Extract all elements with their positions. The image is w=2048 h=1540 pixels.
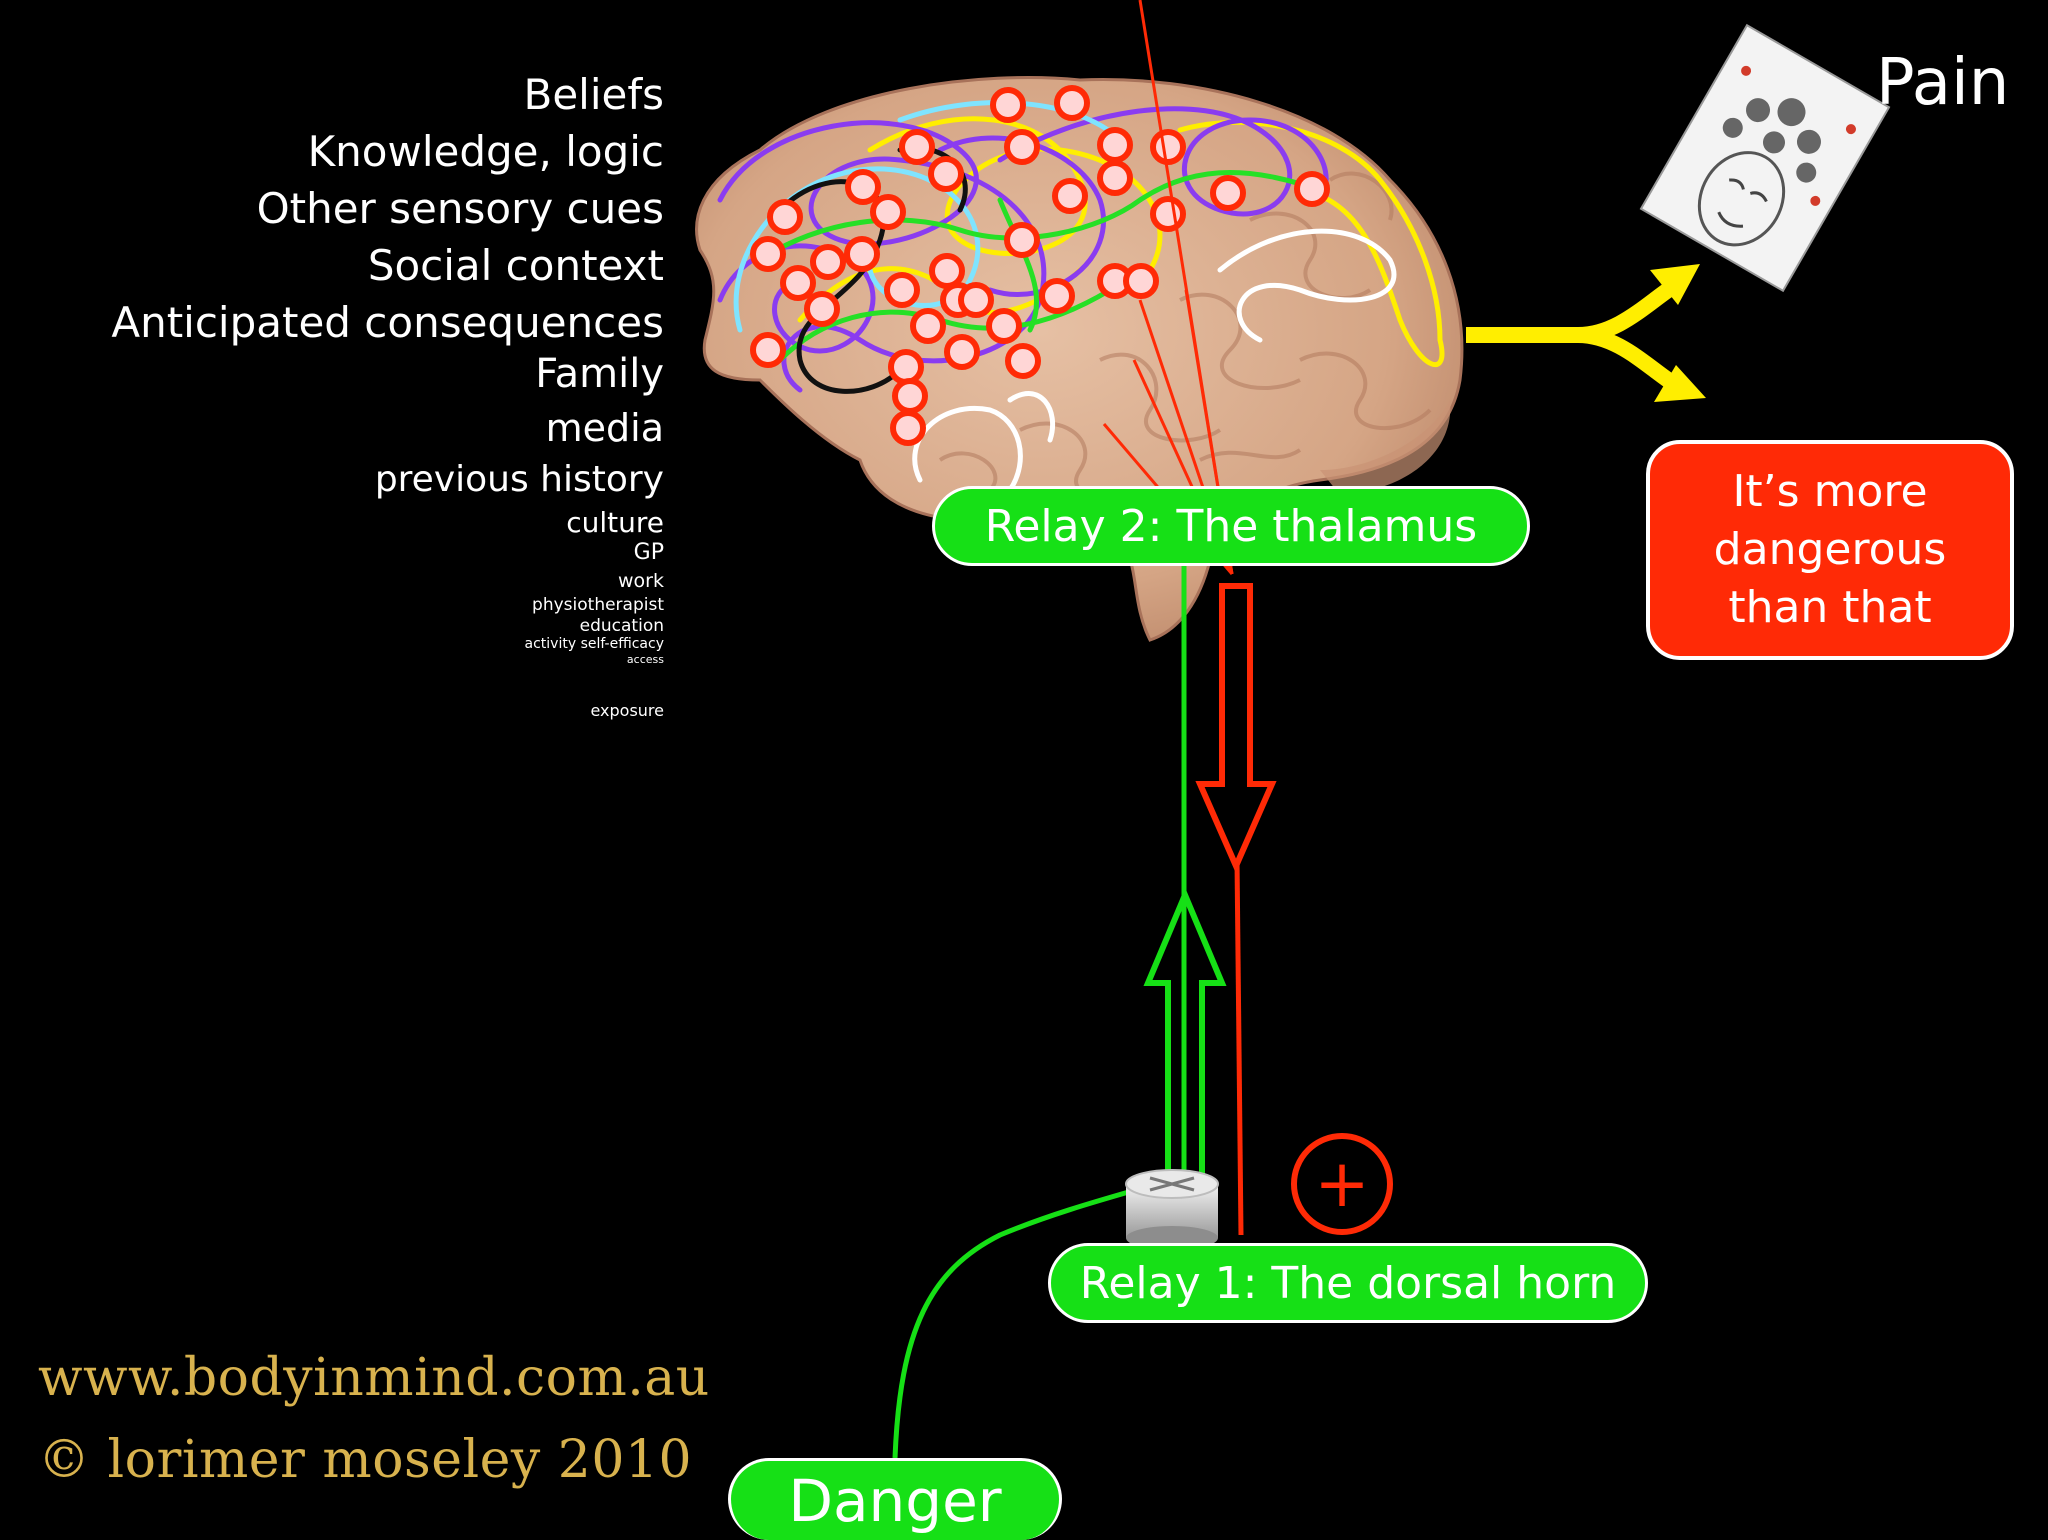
neuron-node [928,156,964,192]
red-down-arrow-outline [1195,583,1277,874]
neuron-node [780,265,816,301]
relay-2-thalamus-label: Relay 2: The thalamus [932,486,1530,566]
neuron-node [1097,127,1133,163]
neuron-node [1210,175,1246,211]
neuron-node [890,410,926,446]
pain-illustration [1639,23,1891,293]
neuron-node [1123,263,1159,299]
neuron-node [750,236,786,272]
neuron-node [1097,160,1133,196]
factor-sensory-cues: Other sensory cues [256,184,664,233]
neuron-node [888,349,924,385]
descending-pathway [1195,583,1277,1236]
neuron-node [1039,278,1075,314]
neuron-node [899,129,935,165]
factor-physiotherapist: physiotherapist [532,595,664,615]
factor-work: work [618,570,664,592]
danger-text: Danger [788,1466,1002,1535]
neuron-node [884,272,920,308]
danger-message-line-2: dangerous [1713,524,1947,575]
neuron-node [1005,343,1041,379]
danger-message-line-1: It’s more [1732,466,1928,517]
neuron-node [1004,222,1040,258]
neuron-node [844,236,880,272]
copyright-credit: © lorimer moseley 2010 [38,1430,693,1490]
dorsal-horn-disc [1125,1169,1219,1250]
neuron-node [1150,129,1186,165]
neuron-node [1052,178,1088,214]
factor-activity-self-efficacy: activity self-efficacy [524,636,664,652]
danger-message-line-3: than that [1728,582,1932,633]
arrow-to-message-head [1654,365,1706,402]
neuron-node [986,308,1022,344]
neuron-node [1054,85,1090,121]
output-arrows [1466,264,1706,402]
neuron-node [750,332,786,368]
relay-1-dorsal-horn-label: Relay 1: The dorsal horn [1048,1243,1648,1323]
danger-message-box: It’s more dangerous than that [1646,440,2014,660]
neuron-node [1004,129,1040,165]
neuron-node [804,291,840,327]
website-credit: www.bodyinmind.com.au [38,1348,710,1408]
neuron-nodes [750,85,1330,446]
green-up-arrow-outline [1143,887,1227,1178]
neuron-node [767,199,803,235]
factor-culture: culture [566,506,664,539]
neuron-node [944,334,980,370]
neuron-node [810,244,846,280]
neuron-node [990,87,1026,123]
neuron-node [845,169,881,205]
neuron-node [1294,171,1330,207]
ascending-pathway [892,560,1227,1459]
factor-gp: GP [633,540,664,565]
factor-previous-history: previous history [374,459,664,500]
factor-anticipated-consequences: Anticipated consequences [111,298,664,347]
arrow-to-pain-head [1650,264,1700,305]
factor-media: media [545,406,664,450]
neuron-node [1150,196,1186,232]
factor-beliefs: Beliefs [523,70,665,119]
pain-label: Pain [1876,46,2010,120]
amplification-symbol: + [1291,1133,1393,1235]
neuron-node [910,308,946,344]
factor-social-context: Social context [367,241,664,290]
factor-education: education [579,616,664,636]
neuron-node [892,378,928,414]
plus-sign: + [1314,1145,1369,1222]
relay-2-text: Relay 2: The thalamus [984,500,1478,552]
factor-exposure: exposure [590,701,664,720]
neuron-node [958,282,994,318]
neuron-node [929,253,965,289]
relay-1-text: Relay 1: The dorsal horn [1079,1257,1617,1309]
factor-knowledge: Knowledge, logic [307,127,664,176]
factor-access: access [626,653,664,666]
danger-label: Danger [728,1458,1062,1540]
neuron-node [870,194,906,230]
factor-family: Family [535,351,664,397]
